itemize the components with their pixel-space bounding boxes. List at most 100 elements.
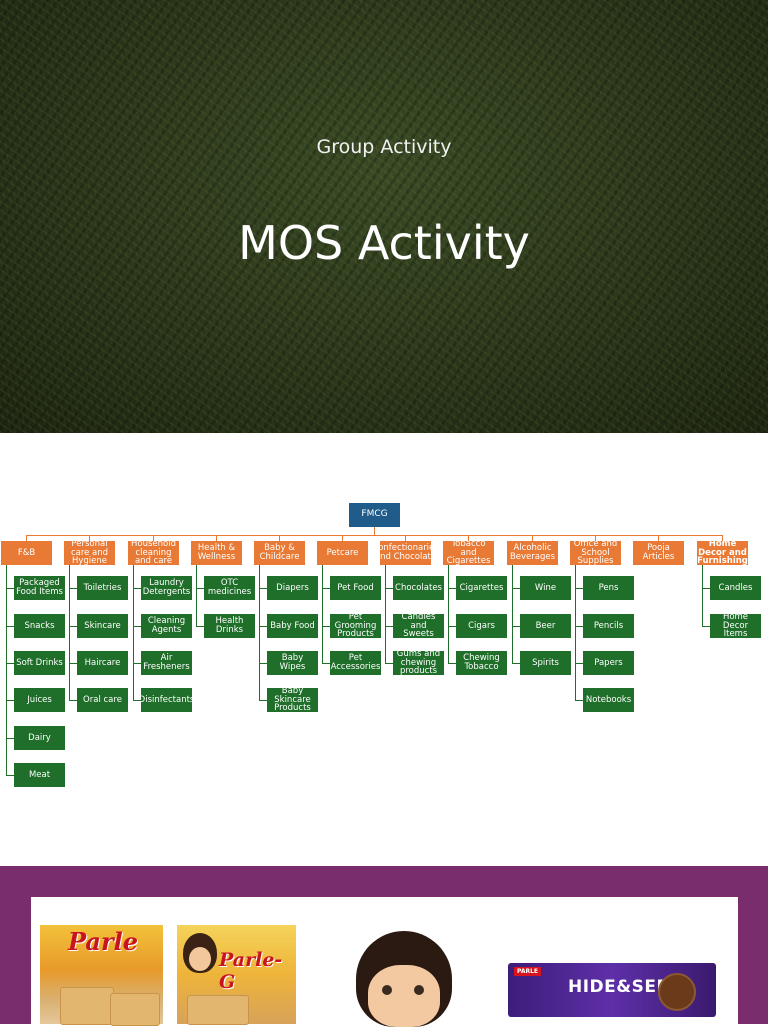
leaf-connector: [6, 588, 14, 589]
subcategory-node: Toiletries: [77, 576, 128, 600]
leaf-connector: [512, 588, 520, 589]
subcategory-node: Candies and Sweets: [393, 614, 444, 638]
category-branch-line: [259, 565, 260, 700]
leaf-connector: [702, 588, 710, 589]
eye-icon: [382, 985, 392, 995]
category-branch-line: [575, 565, 576, 700]
subcategory-node: Candles: [710, 576, 761, 600]
subcategory-node: Papers: [583, 651, 634, 675]
category-node: Office and School Supplies: [570, 541, 621, 565]
leaf-connector: [448, 588, 456, 589]
leaf-connector: [322, 626, 330, 627]
category-branch-line: [196, 565, 197, 626]
subcategory-node: Beer: [520, 614, 571, 638]
leaf-connector: [69, 588, 77, 589]
subcategory-node: Cigars: [456, 614, 507, 638]
category-branch-line: [133, 565, 134, 700]
category-node: Health & Wellness: [191, 541, 242, 565]
slide-subtitle: Group Activity: [316, 136, 452, 158]
category-branch-line: [512, 565, 513, 663]
subcategory-node: Dairy: [14, 726, 65, 750]
category-node: Home Decor and Furnishing: [697, 541, 748, 565]
leaf-connector: [575, 700, 583, 701]
category-node: Confectionaries and Chocolate: [380, 541, 431, 565]
leaf-connector: [322, 663, 330, 664]
diagram-root-node: FMCG: [349, 503, 400, 527]
eye-icon: [414, 985, 424, 995]
subcategory-node: Pet Food: [330, 576, 381, 600]
parle-g-pack-image: Parle-G: [177, 925, 296, 1025]
subcategory-node: Notebooks: [583, 688, 634, 712]
parle-badge: PARLE: [514, 967, 542, 976]
subcategory-node: Haircare: [77, 651, 128, 675]
subcategory-node: Meat: [14, 763, 65, 787]
leaf-connector: [133, 663, 141, 664]
category-connector: [89, 535, 90, 541]
category-node: Tobacco and Cigarettes: [443, 541, 494, 565]
subcategory-node: Chocolates: [393, 576, 444, 600]
subcategory-node: Pencils: [583, 614, 634, 638]
category-connector: [405, 535, 406, 541]
product-panel: Parle Parle-G PARLE HIDE&SEEK: [31, 897, 738, 1027]
subcategory-node: Diapers: [267, 576, 318, 600]
subcategory-node: Chewing Tobacco: [456, 651, 507, 675]
leaf-connector: [448, 626, 456, 627]
category-branch-line: [322, 565, 323, 663]
subcategory-node: Health Drinks: [204, 614, 255, 638]
parle-g-logo-text: Parle-G: [219, 949, 283, 993]
leaf-connector: [133, 588, 141, 589]
subcategory-node: Disinfectants: [141, 688, 192, 712]
leaf-connector: [512, 626, 520, 627]
hide-and-seek-pack-image: PARLE HIDE&SEEK: [508, 963, 716, 1017]
biscuit-shape: [187, 995, 249, 1025]
leaf-connector: [385, 626, 393, 627]
category-connector: [658, 535, 659, 541]
leaf-connector: [385, 663, 393, 664]
category-connector: [595, 535, 596, 541]
leaf-connector: [69, 626, 77, 627]
root-connector: [374, 527, 375, 535]
biscuit-shape: [60, 987, 114, 1025]
leaf-connector: [259, 588, 267, 589]
parle-girl-illustration: [314, 925, 494, 1027]
subcategory-node: Air Fresheners: [141, 651, 192, 675]
subcategory-node: Skincare: [77, 614, 128, 638]
category-node: Petcare: [317, 541, 368, 565]
subcategory-node: Baby Wipes: [267, 651, 318, 675]
product-slide: Parle Parle-G PARLE HIDE&SEEK: [0, 866, 768, 1027]
category-node: Baby & Childcare: [254, 541, 305, 565]
leaf-connector: [575, 588, 583, 589]
leaf-connector: [259, 626, 267, 627]
subcategory-node: Oral care: [77, 688, 128, 712]
subcategory-node: Cleaning Agents: [141, 614, 192, 638]
category-connector: [342, 535, 343, 541]
subcategory-node: Baby Food: [267, 614, 318, 638]
category-branch-line: [448, 565, 449, 663]
category-branch-line: [702, 565, 703, 626]
cookie-icon: [658, 973, 696, 1011]
biscuit-shape: [110, 993, 160, 1026]
face-shape: [368, 965, 440, 1027]
category-connector: [279, 535, 280, 541]
leaf-connector: [6, 700, 14, 701]
subcategory-node: Baby Skincare Products: [267, 688, 318, 712]
leaf-connector: [322, 588, 330, 589]
title-slide: Group Activity MOS Activity: [0, 0, 768, 433]
leaf-connector: [69, 663, 77, 664]
leaf-connector: [133, 626, 141, 627]
subcategory-node: Pet Accessories: [330, 651, 381, 675]
parle-girl-skin: [189, 947, 211, 971]
subcategory-node: Pet Grooming Products: [330, 614, 381, 638]
hide-and-seek-logo-text: HIDE&SEEK: [568, 977, 683, 997]
leaf-connector: [575, 626, 583, 627]
leaf-connector: [259, 700, 267, 701]
category-node: F&B: [1, 541, 52, 565]
subcategory-node: Soft Drinks: [14, 651, 65, 675]
leaf-connector: [6, 626, 14, 627]
parle-biscuit-image: Parle: [40, 925, 163, 1026]
leaf-connector: [196, 588, 204, 589]
subcategory-node: Juices: [14, 688, 65, 712]
subcategory-node: Cigarettes: [456, 576, 507, 600]
category-branch-line: [69, 565, 70, 700]
